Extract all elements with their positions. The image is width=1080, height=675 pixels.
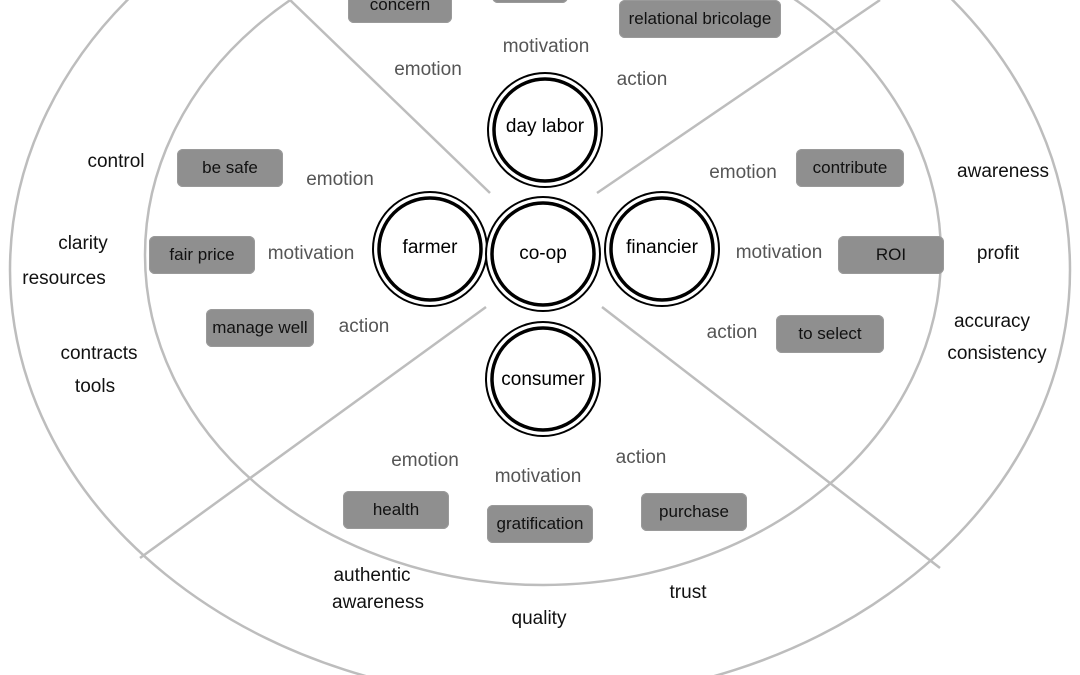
outer-left-clarity: clarity: [58, 233, 108, 255]
node-co-op: [485, 196, 601, 312]
co-op-label: co-op: [519, 243, 567, 265]
node-day-labor: [487, 72, 603, 188]
tag-relational-bricolage: relational bricolage: [619, 0, 781, 38]
top-emotion-label: emotion: [394, 59, 462, 81]
top-action-label: action: [616, 69, 668, 91]
tag-be-safe: be safe: [177, 149, 283, 187]
outer-right-consistency: consistency: [947, 343, 1047, 365]
tag-concern: concern: [348, 0, 452, 23]
tag-to-select: to select: [776, 315, 884, 353]
outer-bottom-awareness: awareness: [332, 592, 424, 614]
tag-roi: ROI: [838, 236, 944, 274]
tag-contribute: contribute: [796, 149, 904, 187]
bottom-action-label: action: [615, 447, 667, 469]
outer-left-tools: tools: [74, 376, 116, 398]
outer-right-accuracy: accuracy: [953, 311, 1031, 333]
outer-left-resources: resources: [22, 268, 106, 290]
divider-upper-right: [596, 0, 881, 195]
left-motivation-label: motivation: [267, 243, 355, 265]
tag-health: health: [343, 491, 449, 529]
node-financier: [604, 191, 720, 307]
outer-ring: [8, 0, 1072, 675]
bottom-motivation-label: motivation: [494, 466, 582, 488]
tag-purchase: purchase: [641, 493, 747, 531]
node-farmer: [372, 191, 488, 307]
top-motivation-label: motivation: [502, 36, 590, 58]
outer-bottom-authentic: authentic: [333, 565, 411, 587]
outer-right-profit: profit: [976, 243, 1020, 265]
left-action-label: action: [338, 316, 390, 338]
consumer-label: consumer: [501, 369, 585, 391]
outer-left-contracts: contracts: [60, 343, 138, 365]
outer-left-control: control: [87, 151, 145, 173]
right-action-label: action: [706, 322, 758, 344]
tag-manage-well: manage well: [206, 309, 314, 347]
node-consumer: [485, 321, 601, 437]
divider-lower-right: [601, 306, 941, 569]
bottom-emotion-label: emotion: [391, 450, 459, 472]
tag-fair-price: fair price: [149, 236, 255, 274]
day-labor-label: day labor: [505, 116, 585, 138]
outer-right-awareness: awareness: [957, 161, 1049, 183]
financier-label: financier: [626, 237, 698, 259]
left-emotion-label: emotion: [306, 169, 374, 191]
right-emotion-label: emotion: [709, 162, 777, 184]
right-motivation-label: motivation: [735, 242, 823, 264]
farmer-label: farmer: [402, 237, 458, 259]
divider-upper-left: [289, 0, 491, 194]
outer-bottom-quality: quality: [511, 608, 567, 630]
divider-lower-left: [139, 305, 487, 560]
tag-top-hidden: [492, 0, 568, 3]
tag-gratification: gratification: [487, 505, 593, 543]
outer-bottom-trust: trust: [669, 582, 707, 604]
